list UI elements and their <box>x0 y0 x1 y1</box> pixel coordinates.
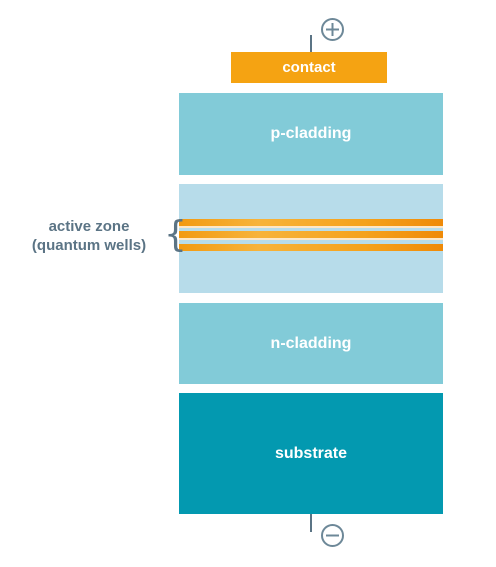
quantum-well-2 <box>179 231 443 238</box>
quantum-well-1 <box>179 219 443 226</box>
n-cladding-layer: n-cladding <box>179 303 443 384</box>
contact-layer: contact <box>231 52 387 83</box>
top-lead-wire <box>310 35 312 52</box>
plus-icon <box>326 23 339 36</box>
substrate-label: substrate <box>274 444 348 462</box>
minus-icon <box>326 534 339 537</box>
active-zone-annotation-line2: (quantum wells) <box>31 237 147 254</box>
bottom-lead-wire <box>310 514 312 532</box>
active-zone-annotation: active zone (quantum wells) <box>14 217 164 255</box>
contact-label: contact <box>282 59 336 76</box>
curly-brace-icon: { <box>164 214 187 255</box>
substrate-layer: substrate <box>179 393 443 514</box>
negative-terminal-icon: − <box>321 524 344 547</box>
positive-terminal-icon: + <box>321 18 344 41</box>
quantum-well-barrier <box>179 238 443 240</box>
quantum-well-3 <box>179 244 443 251</box>
n-cladding-label: n-cladding <box>270 334 352 352</box>
p-cladding-layer: p-cladding <box>179 93 443 175</box>
p-cladding-label: p-cladding <box>270 125 352 142</box>
quantum-well-barrier <box>179 226 443 228</box>
active-zone-annotation-line1: active zone <box>48 218 130 235</box>
active-zone-layer <box>179 184 443 293</box>
